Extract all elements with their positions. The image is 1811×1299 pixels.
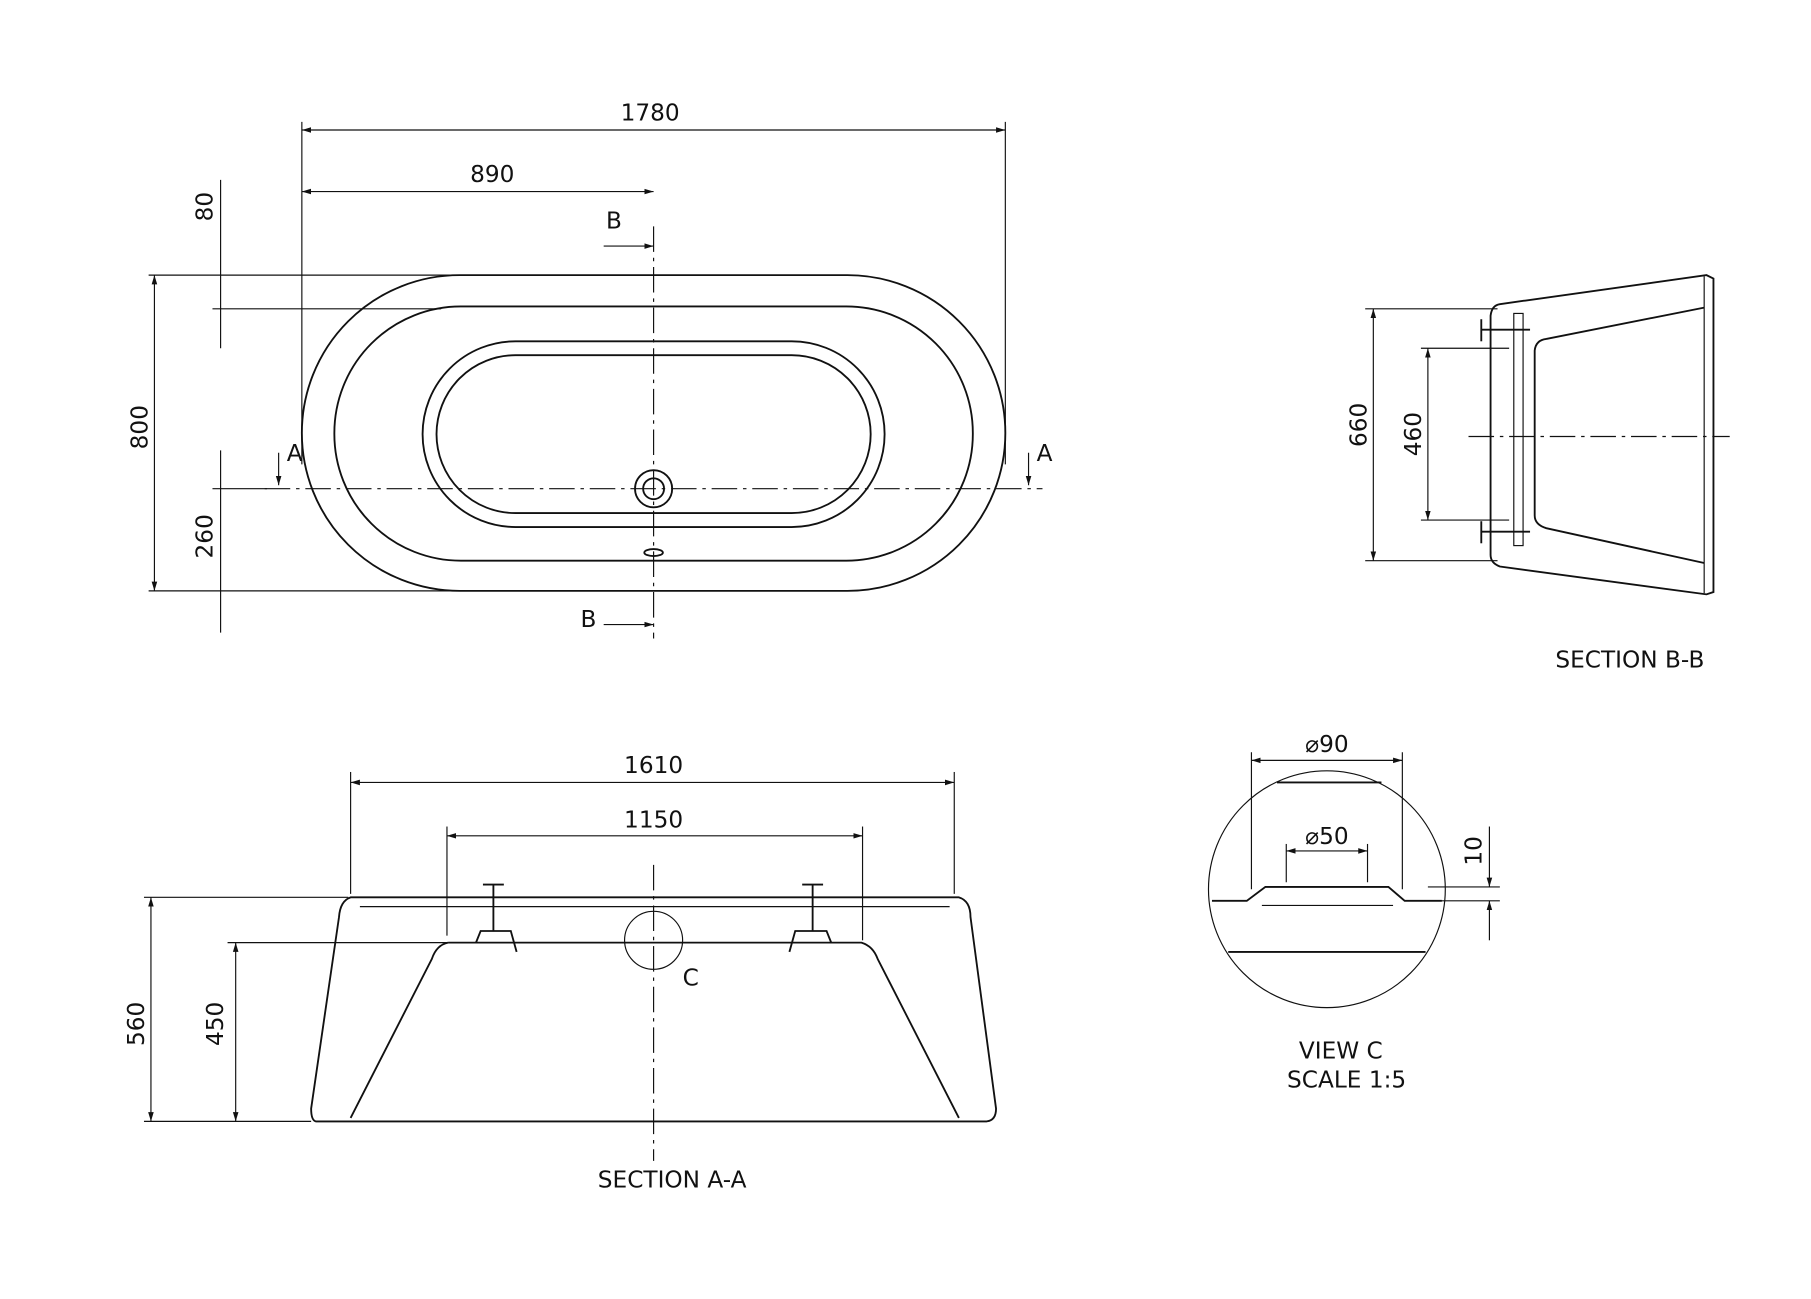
section-aa: C 1610 1150 560 450 SECTION A-A bbox=[123, 752, 997, 1194]
dim-width: 800 bbox=[126, 405, 153, 449]
dim-aa-height: 560 bbox=[123, 1002, 150, 1046]
dim-c-depth: 10 bbox=[1460, 836, 1487, 866]
dim-bb-inner: 460 bbox=[1400, 412, 1427, 456]
dim-rim: 80 bbox=[191, 192, 218, 222]
dim-c-inner: ⌀50 bbox=[1305, 823, 1349, 850]
dim-aa-inner-height: 450 bbox=[202, 1002, 229, 1046]
view-c-scale: SCALE 1:5 bbox=[1287, 1067, 1406, 1094]
view-c: ⌀90 ⌀50 10 VIEW C SCALE 1:5 bbox=[1207, 731, 1500, 1094]
dim-aa-top: 1610 bbox=[624, 752, 683, 779]
dim-offset: 260 bbox=[191, 514, 218, 558]
section-b-bottom: B bbox=[580, 606, 596, 633]
section-b-top: B bbox=[606, 208, 622, 235]
plan-view: 1780 890 80 800 260 A A B B bbox=[126, 100, 1053, 639]
dim-aa-base: 1150 bbox=[624, 807, 683, 834]
section-a-left: A bbox=[287, 440, 303, 467]
section-bb-title: SECTION B-B bbox=[1555, 646, 1704, 673]
dim-c-outer: ⌀90 bbox=[1305, 731, 1349, 758]
section-aa-title: SECTION A-A bbox=[598, 1167, 747, 1194]
dim-length: 1780 bbox=[621, 100, 680, 127]
section-bb: 660 460 SECTION B-B bbox=[1345, 274, 1730, 673]
view-c-title: VIEW C bbox=[1299, 1038, 1383, 1065]
dim-bb-outer: 660 bbox=[1345, 403, 1372, 447]
support-rail bbox=[1513, 312, 1524, 547]
dim-half-length: 890 bbox=[470, 161, 514, 188]
detail-c-label: C bbox=[683, 965, 699, 992]
section-a-right: A bbox=[1037, 440, 1053, 467]
